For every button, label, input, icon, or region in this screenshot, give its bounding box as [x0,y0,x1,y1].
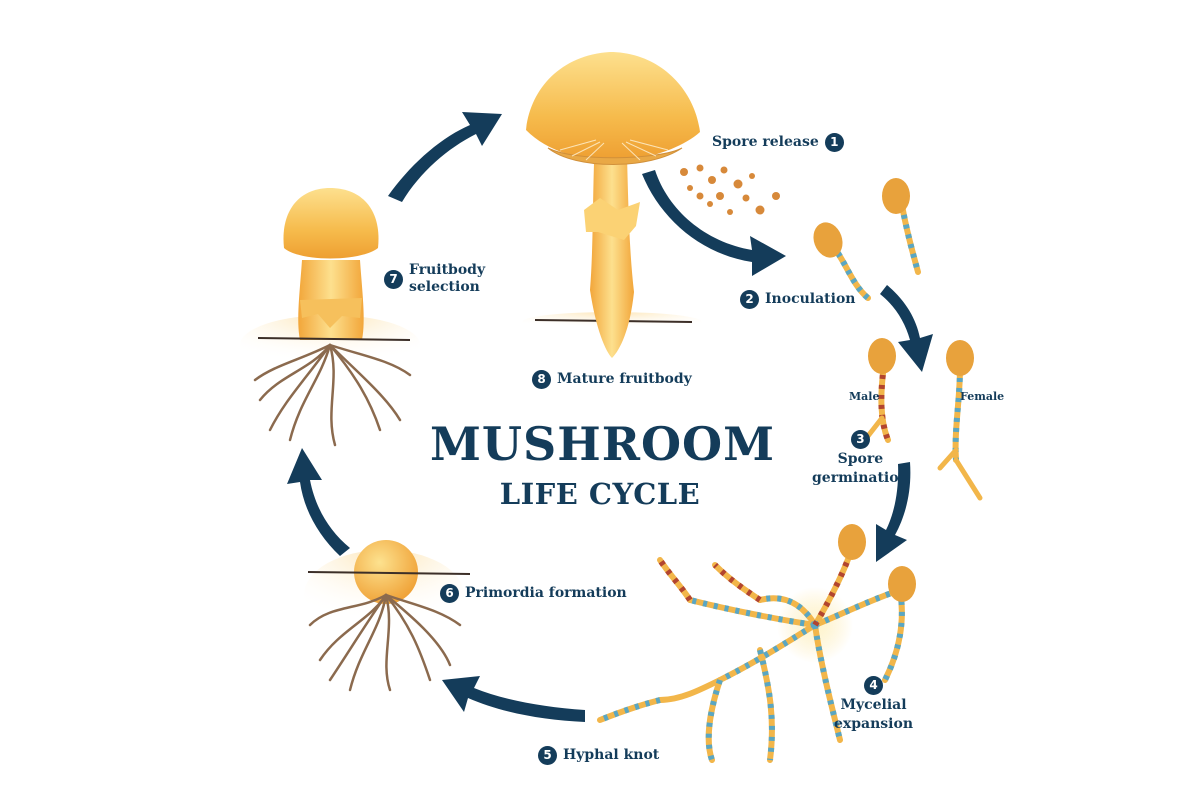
inoculation-illustration [813,178,921,301]
arrow-icon [876,462,911,562]
step-number: 6 [440,584,459,603]
arrow-icon [442,676,585,722]
step-5-hyphal-knot: 5 Hyphal knot [538,746,659,765]
step-label-line2: germination [812,470,909,486]
step-label: Mature fruitbody [557,371,692,387]
step-1-spore-release: Spore release 1 [712,133,844,152]
step-2-inoculation: 2 Inoculation [740,290,855,309]
step-label-line2: selection [409,279,480,295]
step-8-mature-fruitbody: 8 Mature fruitbody [532,370,692,389]
step-label: Primordia formation [465,585,627,601]
step-label: Hyphal knot [563,747,660,763]
step-4-mycelial-expansion: 4 Mycelial expansion [834,676,913,733]
step-3-spore-germination: 3 Spore germination [812,430,909,487]
step-number: 8 [532,370,551,389]
step-label: Inoculation [765,291,856,307]
step-label-line1: Fruitbody [409,262,486,278]
step-number: 4 [864,676,883,695]
root-icon [253,343,412,447]
arrow-icon [287,448,350,556]
mushroom-icon [526,52,700,161]
primordia-illustration [304,540,471,692]
cycle-arrows [287,112,933,722]
step-7-fruitbody-selection: 7 Fruitbody selection [384,262,485,296]
step-label-line1: Mycelial [840,697,907,713]
step-number: 2 [740,290,759,309]
diagram-title: MUSHROOM [430,417,776,471]
diagram-subtitle: LIFE CYCLE [499,477,701,511]
step-label: Spore release [712,134,819,150]
step-label-line1: Spore [837,451,884,467]
female-label: Female [960,390,1005,403]
step-number: 7 [384,270,403,289]
arrow-icon [642,170,786,276]
germination-illustration [865,338,983,501]
fruitbody-selection-illustration [240,188,420,447]
mature-fruitbody-illustration [522,52,702,358]
male-label: Male [849,390,880,403]
step-label-line2: expansion [834,716,914,732]
arrow-icon [880,285,933,372]
arrow-icon [388,112,502,202]
hypha-icon [597,524,916,763]
step-6-primordia-formation: 6 Primordia formation [440,584,627,603]
step-number: 3 [850,430,870,449]
step-number: 5 [538,746,557,765]
root-icon [308,593,462,692]
step-number: 1 [824,133,844,152]
spore-icon [680,164,780,215]
